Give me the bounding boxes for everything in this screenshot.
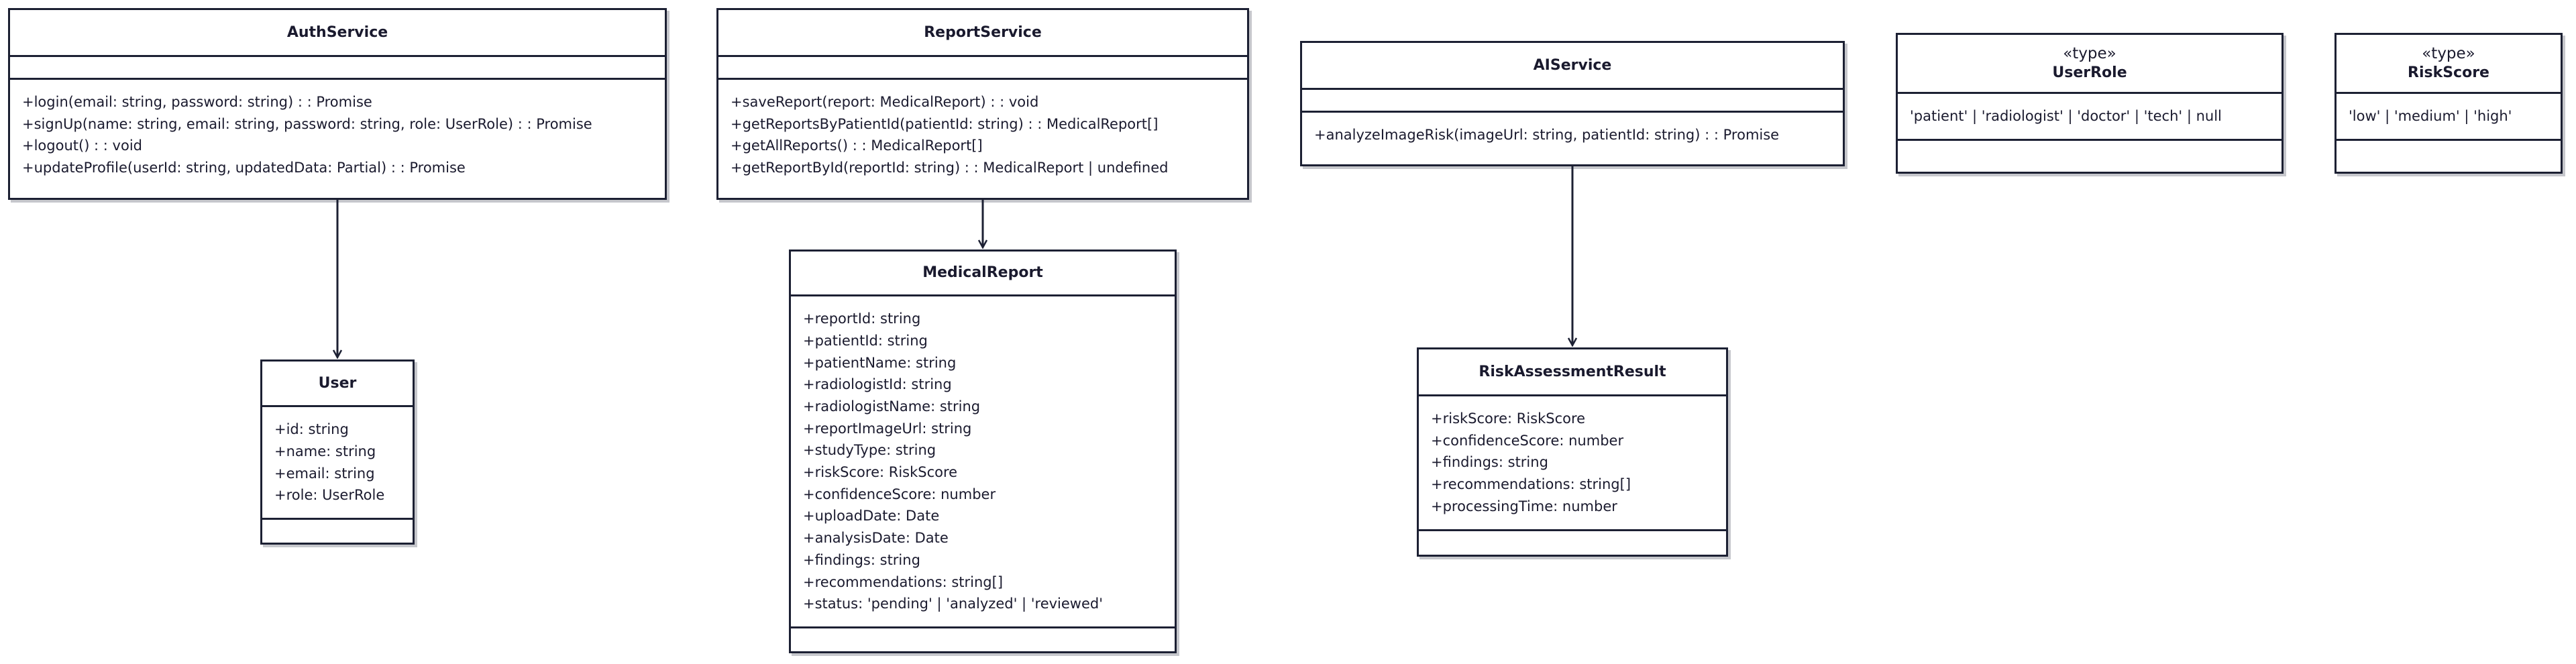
class-riskassessmentresult[interactable]: RiskAssessmentResult +riskScore: RiskSco… (1417, 347, 1728, 557)
class-name: User (318, 374, 357, 392)
class-attributes: 'patient' | 'radiologist' | 'doctor' | '… (1898, 94, 2282, 141)
class-member: +processingTime: number (1431, 498, 1617, 514)
class-member: +login(email: string, password: string) … (22, 94, 372, 110)
class-member: +reportImageUrl: string (803, 420, 972, 437)
class-header: «type» RiskScore (2337, 35, 2561, 94)
class-member: +signUp(name: string, email: string, pas… (22, 115, 592, 132)
class-name: RiskAssessmentResult (1479, 363, 1666, 380)
class-member: +getAllReports() : : MedicalReport[] (731, 137, 983, 154)
class-name: RiskScore (2408, 64, 2489, 81)
class-member: +studyType: string (803, 442, 936, 459)
class-header: RiskAssessmentResult (1419, 349, 1726, 396)
class-header: «type» UserRole (1898, 35, 2282, 94)
class-methods: +login(email: string, password: string) … (10, 80, 665, 198)
type-riskscore[interactable]: «type» RiskScore 'low' | 'medium' | 'hig… (2334, 33, 2563, 174)
class-member: +saveReport(report: MedicalReport) : : v… (731, 94, 1039, 110)
class-stereotype: «type» (2063, 44, 2116, 62)
class-member: +riskScore: RiskScore (1431, 410, 1586, 427)
class-methods (1898, 141, 2282, 164)
class-member: +radiologistName: string (803, 398, 981, 414)
class-member: +findings: string (803, 551, 920, 568)
class-member: +confidenceScore: number (803, 486, 996, 502)
class-user[interactable]: User +id: string +name: string +email: str… (260, 359, 415, 545)
class-member: +logout() : : void (22, 137, 143, 154)
class-member: +radiologistId: string (803, 376, 952, 393)
class-medicalreport[interactable]: MedicalReport +reportId: string +patientI… (789, 250, 1177, 653)
class-member: +status: 'pending' | 'analyzed' | 'revie… (803, 596, 1104, 612)
class-member: +uploadDate: Date (803, 508, 940, 524)
class-methods (1419, 531, 1726, 554)
class-stereotype: «type» (2422, 44, 2475, 62)
class-member: +email: string (274, 465, 375, 482)
class-methods (2337, 141, 2561, 164)
class-member: +confidenceScore: number (1431, 432, 1624, 449)
class-attributes: +id: string +name: string +email: string +r… (262, 407, 413, 520)
class-header: AuthService (10, 10, 665, 57)
type-userrole[interactable]: «type» UserRole 'patient' | 'radiologist… (1896, 33, 2284, 174)
class-member: +updateProfile(userId: string, updatedDa… (22, 160, 466, 176)
class-member: +getReportById(reportId: string) : : Med… (731, 160, 1169, 176)
class-name: UserRole (2052, 64, 2127, 81)
class-name: AuthService (286, 23, 388, 41)
class-attributes (1302, 90, 1843, 113)
class-authservice[interactable]: AuthService +login(email: string, passwo… (8, 8, 667, 200)
class-member: 'patient' | 'radiologist' | 'doctor' | '… (1910, 108, 2222, 124)
class-methods: +analyzeImageRisk(imageUrl: string, pati… (1302, 113, 1843, 164)
class-attributes: 'low' | 'medium' | 'high' (2337, 94, 2561, 141)
class-member: +analyzeImageRisk(imageUrl: string, pati… (1314, 127, 1780, 143)
class-aiservice[interactable]: AIService +analyzeImageRisk(imageUrl: st… (1300, 41, 1845, 166)
class-member: +id: string (274, 421, 349, 438)
class-methods: +saveReport(report: MedicalReport) : : v… (718, 80, 1247, 198)
class-attributes: +reportId: string +patientId: string +pati… (791, 296, 1175, 628)
class-name: MedicalReport (922, 264, 1043, 282)
class-member: 'low' | 'medium' | 'high' (2349, 108, 2512, 124)
class-attributes (10, 57, 665, 80)
class-member: +findings: string (1431, 454, 1548, 471)
class-methods (262, 520, 413, 543)
class-header: MedicalReport (791, 252, 1175, 297)
class-member: +analysisDate: Date (803, 530, 949, 547)
class-name: ReportService (924, 23, 1042, 41)
class-member: +patientName: string (803, 354, 957, 371)
class-member: +riskScore: RiskScore (803, 464, 958, 481)
class-member: +role: UserRole (274, 487, 385, 504)
class-attributes: +riskScore: RiskScore +confidenceScore: n… (1419, 396, 1726, 531)
class-attributes (718, 57, 1247, 80)
class-member: +recommendations: string[] (1431, 476, 1631, 493)
class-member: +patientId: string (803, 332, 928, 349)
class-methods (791, 628, 1175, 651)
class-header: User (262, 362, 413, 408)
class-reportservice[interactable]: ReportService +saveReport(report: Medica… (716, 8, 1249, 200)
class-member: +name: string (274, 443, 376, 459)
class-member: +reportId: string (803, 311, 921, 327)
class-name: AIService (1533, 56, 1612, 74)
class-header: ReportService (718, 10, 1247, 57)
class-member: +getReportsByPatientId(patientId: string… (731, 115, 1159, 132)
class-header: AIService (1302, 43, 1843, 90)
class-member: +recommendations: string[] (803, 573, 1004, 590)
